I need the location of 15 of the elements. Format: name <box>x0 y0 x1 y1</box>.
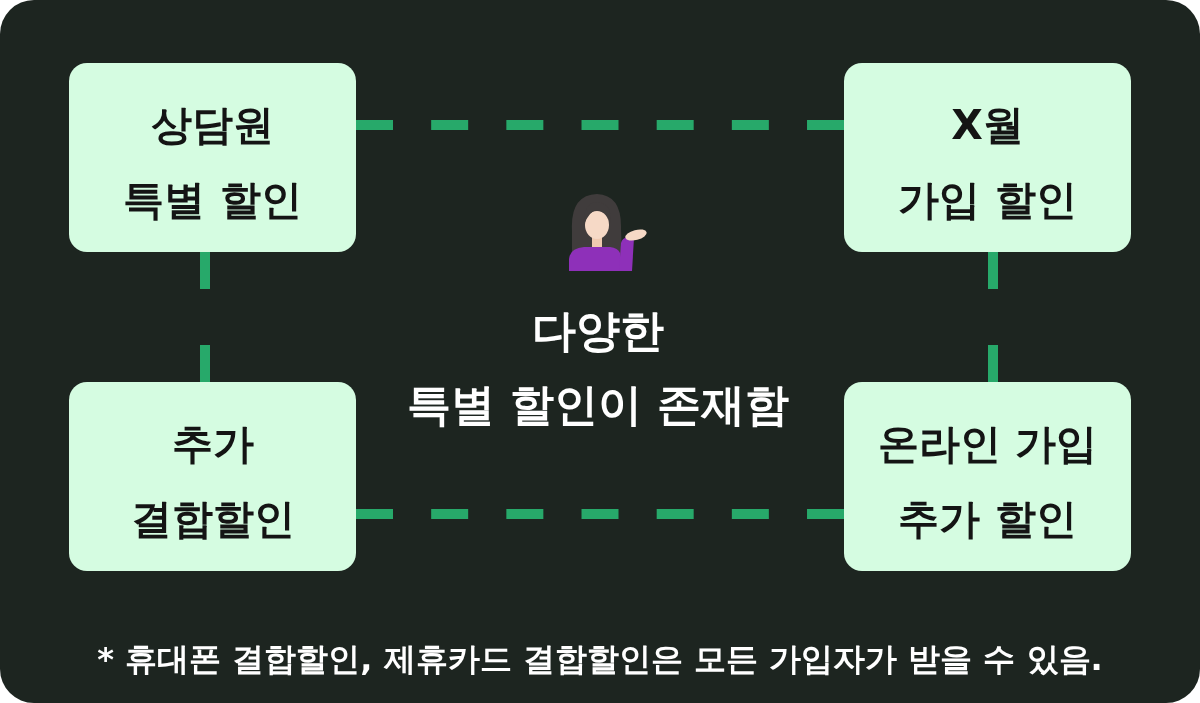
box-label: 결합할인 <box>130 495 295 543</box>
box-label: 특별 할인 <box>123 176 302 224</box>
box-label: X월 <box>951 101 1024 149</box>
box-label: 가입 할인 <box>898 176 1077 224</box>
headline-text: 다양한 <box>532 304 664 358</box>
headline-text: 특별 할인이 존재함 <box>406 378 790 432</box>
footnote-text: * 휴대폰 결합할인, 제휴카드 결합할인은 모든 가입자가 받을 수 있음. <box>97 639 1103 679</box>
discount-box <box>69 382 356 571</box>
box-label: 추가 <box>171 420 254 468</box>
box-label: 온라인 가입 <box>877 420 1098 468</box>
discount-box <box>69 63 356 252</box>
box-label: 상담원 <box>151 101 274 149</box>
box-label: 추가 할인 <box>898 495 1077 543</box>
discount-box <box>844 63 1131 252</box>
discount-box <box>844 382 1131 571</box>
